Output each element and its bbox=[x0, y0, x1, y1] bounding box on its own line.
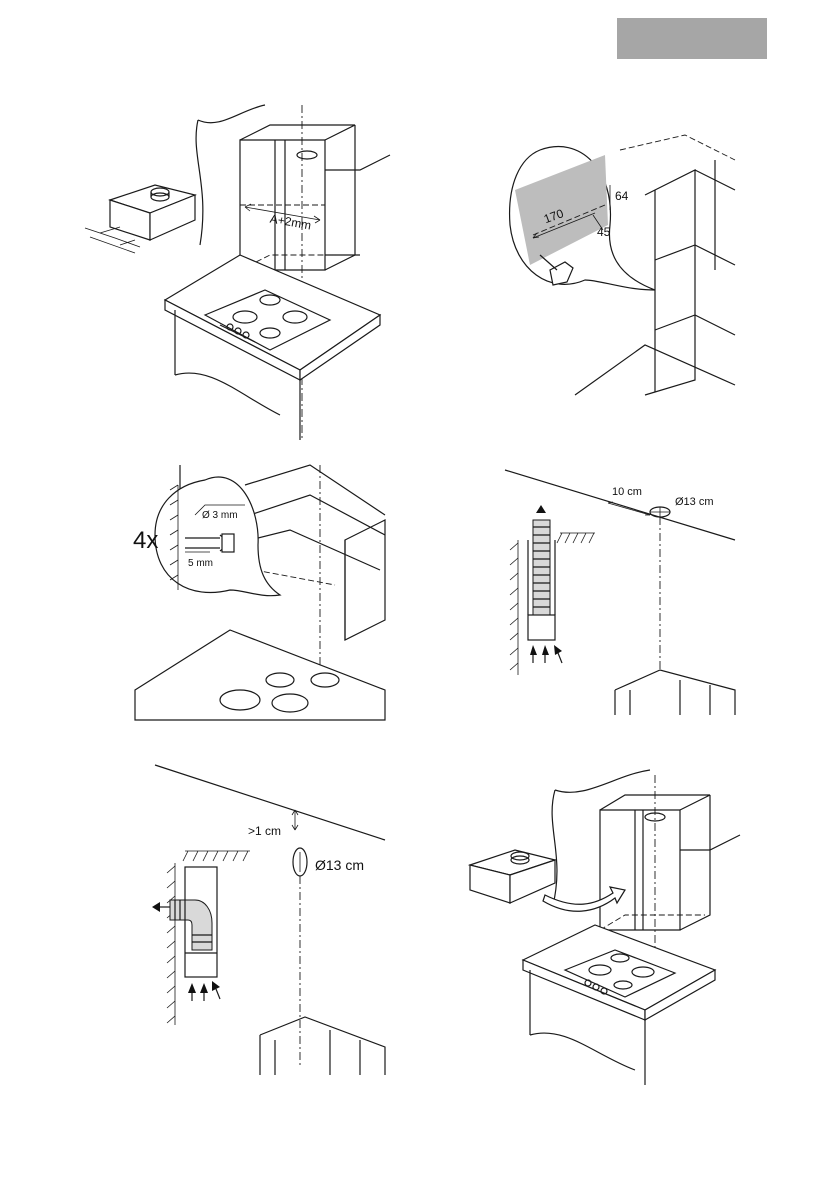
header-tab bbox=[617, 18, 767, 59]
ceiling-gap-label: >1 cm bbox=[248, 824, 281, 838]
duct-back-drawing: >1 cm Ø13 cm bbox=[130, 755, 390, 1075]
figure-cabinet-opening: A+2mm bbox=[80, 95, 400, 440]
dim-offset-label: 45 bbox=[597, 225, 611, 239]
drill-diameter-label: Ø 3 mm bbox=[202, 510, 238, 521]
insert-hood-drawing bbox=[465, 765, 745, 1090]
template-marking-drawing: 170 64 45 bbox=[505, 130, 740, 395]
figure-duct-back: >1 cm Ø13 cm bbox=[130, 755, 390, 1075]
duct-diameter-label: Ø13 cm bbox=[315, 857, 364, 873]
drill-depth-label: 5 mm bbox=[188, 558, 213, 569]
duct-diameter-label: Ø13 cm bbox=[675, 496, 714, 508]
figure-duct-vertical: 10 cm Ø13 cm bbox=[500, 465, 740, 715]
drill-holes-drawing: Ø 3 mm 5 mm 4x bbox=[130, 460, 390, 720]
cabinet-opening-drawing: A+2mm bbox=[80, 95, 400, 440]
wall-distance-label: 10 cm bbox=[612, 486, 642, 498]
figure-template-marking: 170 64 45 bbox=[505, 130, 740, 395]
duct-vertical-drawing: 10 cm Ø13 cm bbox=[500, 465, 740, 715]
count-label: 4x bbox=[133, 527, 158, 554]
figure-drill-holes: Ø 3 mm 5 mm 4x bbox=[130, 460, 390, 720]
figure-insert-hood bbox=[465, 765, 745, 1090]
dim-height-label: 64 bbox=[615, 189, 629, 203]
